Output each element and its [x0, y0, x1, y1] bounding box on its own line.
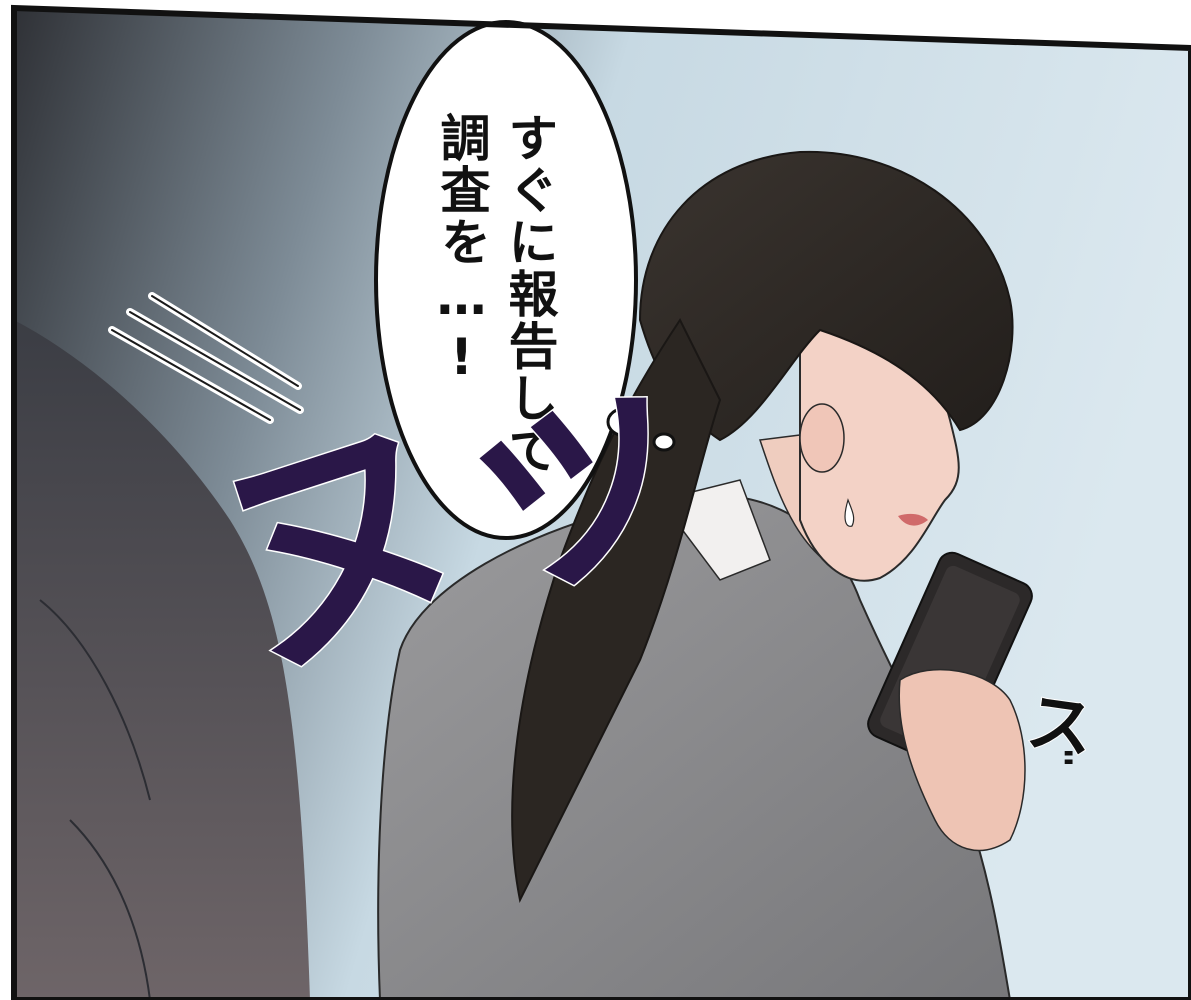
sweat-drop: [844, 498, 855, 527]
sfx-dots: ::: [1062, 742, 1075, 770]
woman-hair: [638, 150, 1014, 442]
shadow-figure-fold: [39, 599, 151, 1000]
woman-lips: [898, 513, 928, 526]
woman-ponytail: [511, 318, 722, 904]
speech-line-2: 調査を…!: [432, 112, 491, 388]
panel-border: [11, 4, 1191, 1000]
speech-line-1: すぐに報告して: [500, 112, 559, 476]
woman-ear: [799, 403, 845, 473]
woman-hand: [898, 668, 1026, 852]
shadow-figure: [14, 320, 310, 1000]
